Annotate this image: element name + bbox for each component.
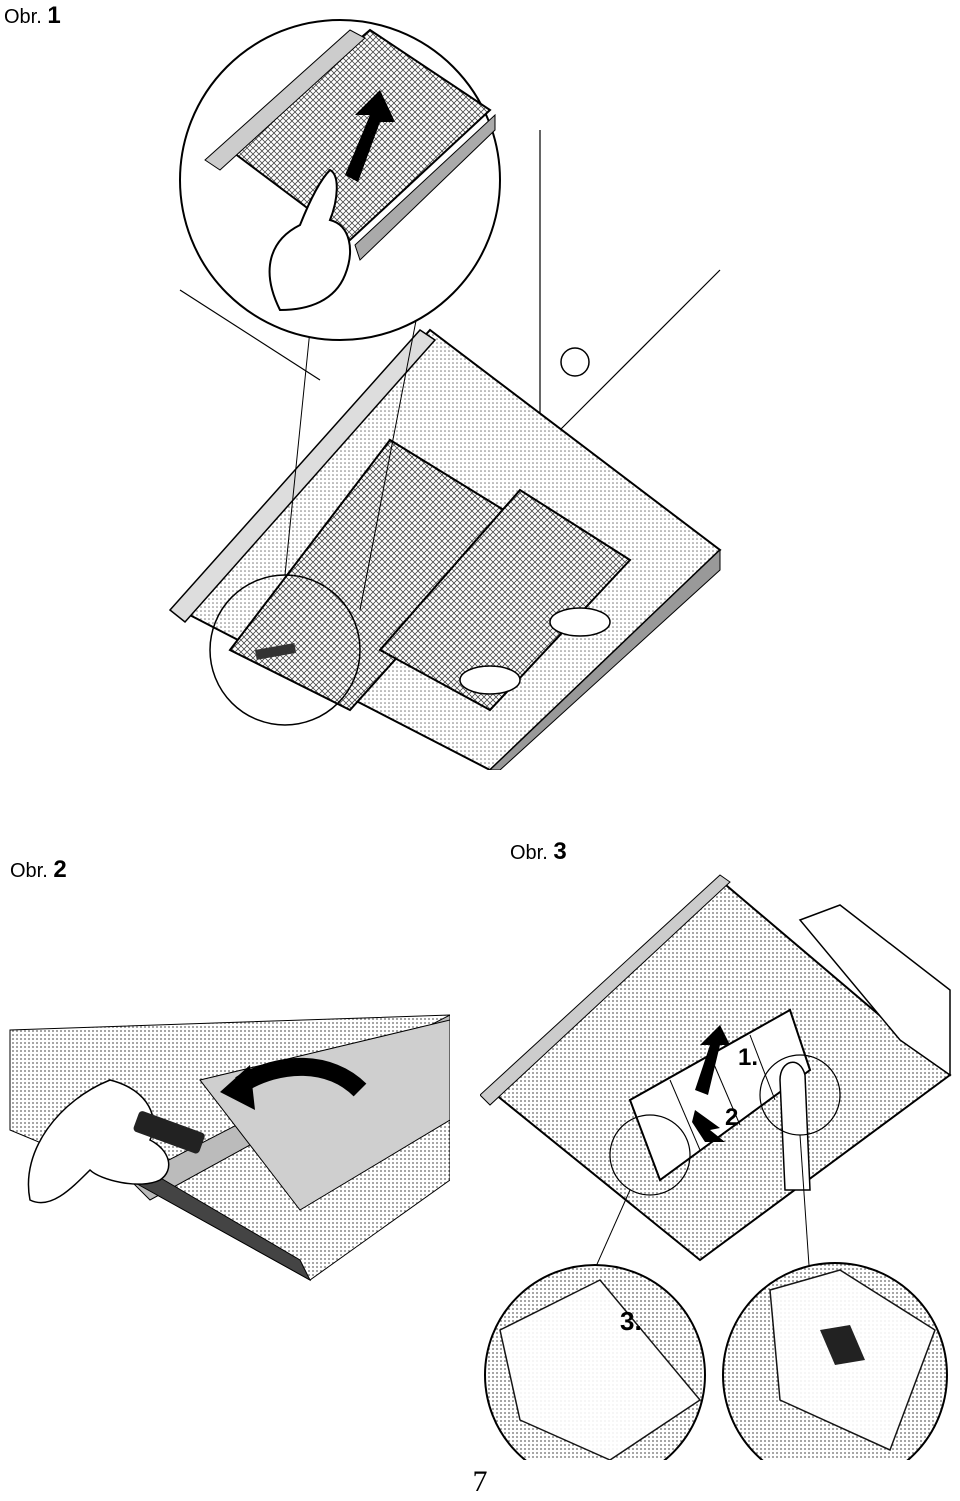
fig3-step-3: 3. <box>620 1306 642 1336</box>
fig3-step-2: 2 <box>725 1104 738 1131</box>
figure-3-illustration: 1. 2 3. <box>480 860 955 1460</box>
figure-2-label: Obr. 2 <box>10 858 67 882</box>
figure-3-number: 3 <box>553 838 567 865</box>
figure-3-label: Obr. 3 <box>510 840 567 864</box>
figure-1-label: Obr. 1 <box>4 4 61 28</box>
fig3-step-1: 1. <box>738 1044 758 1071</box>
figure-2-drawing <box>9 1014 450 1282</box>
figure-2-number: 2 <box>53 856 67 883</box>
page-number: 7 <box>472 1465 488 1498</box>
figure-1-illustration <box>160 10 960 770</box>
figure-1-number: 1 <box>47 2 61 29</box>
figure-1-drawing <box>168 19 722 770</box>
figure-3-prefix: Obr. <box>510 842 548 864</box>
figure-1-prefix: Obr. <box>4 6 42 28</box>
figure-2-prefix: Obr. <box>10 860 48 882</box>
figure-2-illustration <box>0 1010 450 1290</box>
figure-3-drawing: 1. 2 3. <box>480 874 952 1460</box>
